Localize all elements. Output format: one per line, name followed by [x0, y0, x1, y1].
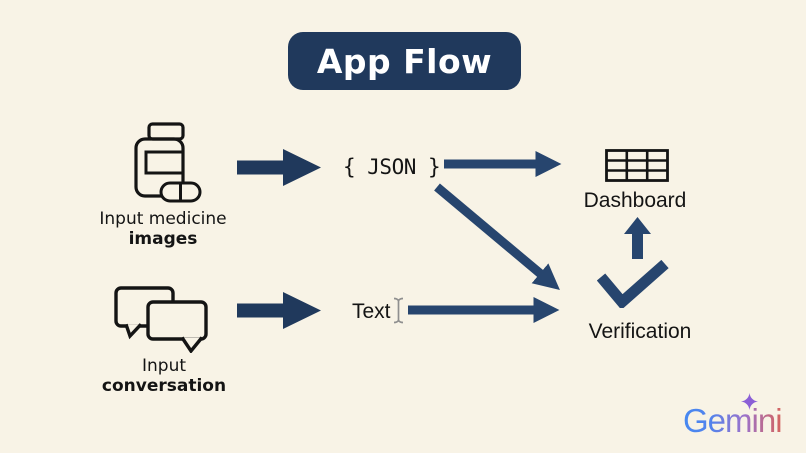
gemini-logo: Gemini — [683, 393, 793, 441]
text-cursor-icon — [393, 297, 404, 324]
input-images-line2: images — [128, 229, 198, 249]
arrow-conversation-to-text — [237, 292, 321, 329]
table-grid-icon — [605, 149, 669, 182]
medicine-bottle-icon — [134, 122, 202, 203]
input-conversation-line2: conversation — [101, 376, 227, 396]
input-conversation-line1: Input — [141, 356, 187, 376]
arrow-json-to-verification — [434, 183, 560, 291]
input-conversation-label: Input conversation — [89, 356, 239, 396]
verification-label: Verification — [588, 320, 692, 343]
dashboard-label: Dashboard — [583, 189, 687, 212]
input-images-label: Input medicine images — [88, 209, 238, 249]
sparkle-icon — [741, 393, 758, 410]
chat-bubbles-icon — [114, 286, 208, 353]
arrow-verification-to-dashboard — [624, 217, 651, 259]
json-step-label: { JSON } — [343, 155, 441, 179]
gemini-wordmark: Gemini — [683, 402, 783, 439]
input-images-line1: Input medicine — [99, 209, 227, 229]
arrow-images-to-json — [237, 149, 321, 186]
checkmark-icon — [597, 260, 669, 308]
title-banner: App Flow — [288, 32, 521, 90]
page-title: App Flow — [316, 41, 493, 81]
text-step-label: Text — [352, 300, 391, 323]
